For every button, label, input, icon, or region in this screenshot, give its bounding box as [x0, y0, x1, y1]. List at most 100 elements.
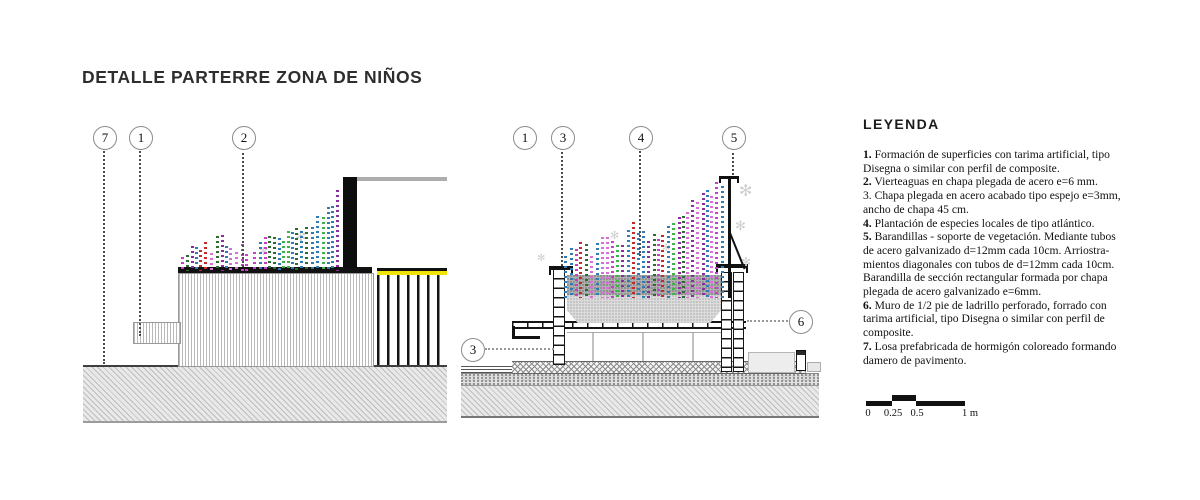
legend-item-text: Formación de superficies con tarima arti…	[863, 148, 1110, 175]
veg-string	[300, 230, 303, 271]
callout-4: 4	[629, 126, 653, 150]
support-post-b	[642, 333, 644, 361]
callout-3-top: 3	[551, 126, 575, 150]
brick-wall-right-inner	[733, 272, 744, 372]
legend-item-1: 1. Formación de superficies con tarima a…	[863, 148, 1123, 175]
veg-string	[204, 241, 207, 271]
veg-string	[579, 241, 582, 298]
support-post-a	[592, 333, 594, 361]
legend-item-5: 5. Barandillas - soporte de vegetación. …	[863, 230, 1123, 299]
low-wall	[748, 352, 795, 373]
scale-segment-3	[916, 401, 965, 406]
legend-item-text: Vierteaguas en chapa plegada de acero e=…	[874, 175, 1098, 189]
veg-string	[186, 255, 189, 271]
black-wall-section	[343, 177, 357, 268]
ground-hatch-left	[83, 365, 447, 423]
veg-string	[253, 252, 256, 271]
veg-string	[191, 246, 194, 271]
plant-sketch-icon: ✻	[259, 245, 268, 258]
fence-yellow-stripe	[377, 271, 447, 275]
veg-string	[311, 226, 314, 271]
leader-5	[732, 148, 734, 175]
veg-string	[322, 216, 325, 271]
callout-2-label: 2	[240, 130, 248, 145]
veg-string	[596, 242, 599, 298]
veg-string	[316, 215, 319, 271]
small-post-cap	[797, 351, 805, 355]
legend-item-number: 2.	[863, 175, 872, 189]
legend-item-4: 4. Plantación de especies locales de tip…	[863, 217, 1123, 231]
veg-string	[715, 181, 718, 298]
callout-6-label: 6	[797, 314, 805, 329]
plant-sketch-icon: ✻	[662, 243, 670, 254]
veg-string	[691, 199, 694, 298]
veg-string	[575, 249, 578, 298]
railing-post-cap	[719, 176, 739, 183]
scale-label-0: 0	[865, 408, 871, 419]
veg-string	[331, 206, 334, 271]
veg-string	[686, 212, 689, 298]
legend: LEYENDA 1. Formación de superficies con …	[863, 116, 1163, 367]
legend-item-number: 1.	[863, 148, 872, 161]
veg-string	[564, 256, 567, 298]
veg-string	[647, 240, 650, 298]
legend-item-text: Chapa plegada en acero acabado tipo espe…	[863, 189, 1121, 216]
legend-item-text: Losa prefabricada de hormigón coloreado …	[863, 339, 1117, 367]
legend-item-7: 7. Losa prefabricada de hormigón colorea…	[863, 340, 1123, 367]
scale-label-1m: 1 m	[961, 408, 979, 419]
plant-sketch-icon: ✻	[735, 219, 746, 234]
callout-7: 7	[93, 126, 117, 150]
legend-item-text: Muro de 1/2 pie de ladrillo perforado, f…	[863, 298, 1107, 340]
leader-6	[747, 320, 788, 322]
veg-string	[195, 246, 198, 271]
leader-7	[103, 148, 105, 364]
legend-item-number: 5.	[863, 230, 872, 244]
legend-item-number: 4.	[863, 216, 872, 230]
brick-wall-right-outer	[721, 272, 732, 372]
legend-item-text: Plantación de especies locales de tipo a…	[874, 216, 1095, 230]
sheet-title: DETALLE PARTERRE ZONA DE NIÑOS	[82, 66, 423, 87]
gravel-bed	[461, 373, 819, 386]
leader-4	[639, 148, 641, 256]
plant-sketch-icon: ✻	[537, 253, 546, 264]
veg-string	[653, 233, 656, 298]
small-post	[796, 350, 806, 371]
fence-bars	[377, 275, 447, 365]
legend-item-number: 6.	[863, 298, 872, 312]
veg-string	[282, 241, 285, 271]
veg-string	[327, 206, 330, 271]
veg-string	[216, 236, 219, 271]
veg-string	[627, 230, 630, 298]
planter-substrate	[567, 295, 721, 323]
legend-item-3: 3. Chapa plegada en acero acabado tipo e…	[863, 189, 1123, 216]
veg-string	[273, 237, 276, 271]
scale-segment-1	[866, 401, 892, 406]
callout-1-left-label: 1	[137, 130, 145, 145]
veg-string	[611, 241, 614, 298]
brick-wall-left	[553, 269, 565, 365]
veg-string	[278, 238, 281, 271]
veg-string	[710, 196, 713, 298]
veg-string	[305, 226, 308, 271]
railing-post	[728, 177, 731, 298]
fence-top-rail	[377, 268, 447, 271]
callout-5: 5	[722, 126, 746, 150]
planter-box	[178, 273, 374, 367]
veg-string	[667, 225, 670, 298]
exterior-paving-cut	[461, 366, 512, 373]
leader-1-left	[139, 148, 141, 336]
veg-string	[181, 257, 184, 271]
callout-4-label: 4	[637, 130, 645, 145]
under-deck-rail	[567, 332, 721, 333]
scale-bar: 0 0.25 0.5 1 m	[865, 394, 1006, 428]
veg-string	[637, 233, 640, 298]
plant-sketch-icon: ✻	[741, 255, 752, 269]
veg-string	[229, 247, 232, 271]
veg-string	[291, 232, 294, 271]
callout-3-side: 3	[461, 338, 485, 362]
veg-string	[225, 246, 228, 271]
plant-sketch-icon: ✻	[610, 229, 620, 242]
veg-string	[657, 239, 660, 298]
support-post-c	[692, 333, 694, 361]
veg-string	[245, 253, 248, 271]
